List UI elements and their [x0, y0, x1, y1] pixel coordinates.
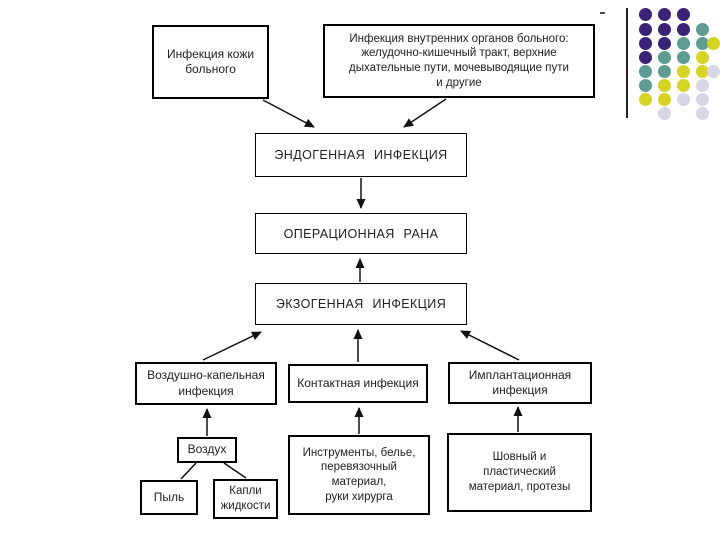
box-suture-material-label: Шовный и пластический материал, протезы [468, 451, 571, 493]
decor-dot [696, 65, 709, 78]
box-skin-infection: Инфекция кожи больного [152, 25, 269, 99]
decor-dot [696, 93, 709, 106]
decor-dot [658, 51, 671, 64]
decor-dot [658, 93, 671, 106]
box-dust: Пыль [140, 480, 198, 515]
decor-dot [677, 8, 690, 21]
box-suture-material: Шовный и пластический материал, протезы [447, 433, 592, 512]
decor-dot [707, 37, 720, 50]
box-endogenous-infection-label: ЭНДОГЕННАЯ ИНФЕКЦИЯ [274, 148, 448, 162]
decor-dot [696, 107, 709, 120]
decor-dot [696, 23, 709, 36]
decor-dot [696, 79, 709, 92]
box-internal-organs-infection-label: Инфекция внутренних органов больного: же… [349, 32, 569, 89]
box-contact-infection-label: Контактная инфекция [297, 375, 419, 390]
decor-vertical-line [626, 8, 628, 118]
decor-dot [677, 93, 690, 106]
decor-dot [658, 23, 671, 36]
box-implantation-infection: Имплантационная инфекция [448, 362, 592, 404]
decor-dot [658, 37, 671, 50]
box-liquid-droplets: Капли жидкости [213, 479, 278, 519]
box-air-label: Воздух [187, 442, 227, 457]
decor-dot [658, 107, 671, 120]
box-skin-infection-label: Инфекция кожи больного [166, 46, 255, 76]
box-instruments-label: Инструменты, белье, перевязочный материа… [302, 446, 416, 503]
box-exogenous-infection: ЭКЗОГЕННАЯ ИНФЕКЦИЯ [255, 283, 467, 325]
box-operating-wound: ОПЕРАЦИОННАЯ РАНА [255, 213, 467, 254]
decor-dot [707, 65, 720, 78]
decor-dot [658, 79, 671, 92]
decor-dot [696, 51, 709, 64]
decor-dot [639, 65, 652, 78]
box-airborne-infection-label: Воздушно-капельная инфекция [147, 368, 265, 398]
decor-dot [639, 79, 652, 92]
box-contact-infection: Контактная инфекция [288, 364, 428, 403]
decor-dot [677, 65, 690, 78]
box-operating-wound-label: ОПЕРАЦИОННАЯ РАНА [283, 226, 439, 241]
box-airborne-infection: Воздушно-капельная инфекция [135, 362, 277, 405]
decor-dot [639, 93, 652, 106]
decor-dot [639, 37, 652, 50]
box-implantation-infection-label: Имплантационная инфекция [468, 367, 572, 397]
box-instruments: Инструменты, белье, перевязочный материа… [288, 435, 430, 515]
decor-dot [658, 8, 671, 21]
decor-dash [600, 12, 605, 14]
decor-dot [639, 8, 652, 21]
decor-dot [639, 23, 652, 36]
box-air: Воздух [177, 437, 237, 463]
box-internal-organs-infection: Инфекция внутренних органов больного: же… [323, 24, 595, 98]
decor-dot [677, 51, 690, 64]
decor-dot [639, 51, 652, 64]
box-liquid-droplets-label: Капли жидкости [220, 485, 271, 512]
decor-dot [677, 37, 690, 50]
box-endogenous-infection: ЭНДОГЕННАЯ ИНФЕКЦИЯ [255, 133, 467, 177]
decor-dot [677, 23, 690, 36]
box-exogenous-infection-label: ЭКЗОГЕННАЯ ИНФЕКЦИЯ [275, 297, 447, 311]
decor-dot [677, 79, 690, 92]
decor-dot [658, 65, 671, 78]
box-dust-label: Пыль [153, 489, 185, 504]
decor-dot [696, 37, 709, 50]
